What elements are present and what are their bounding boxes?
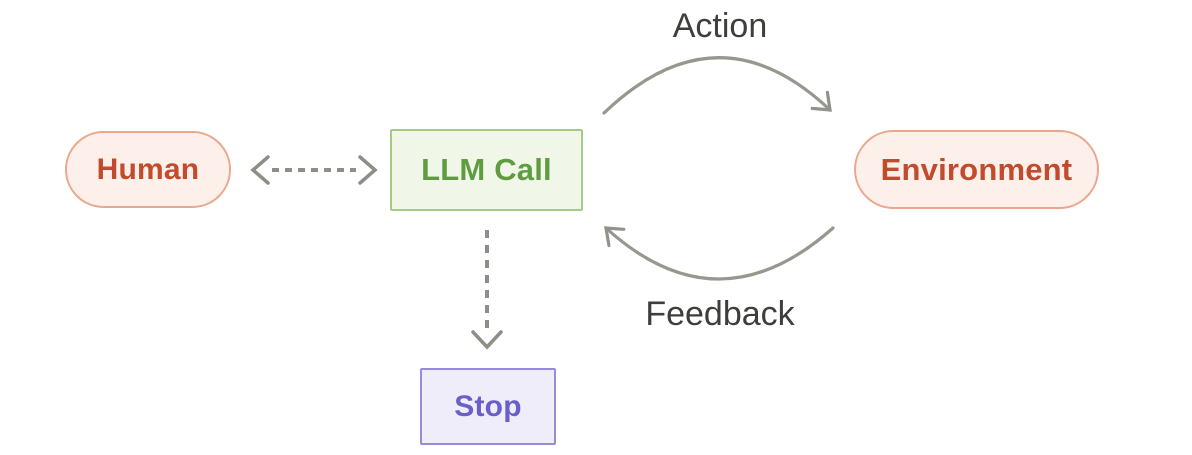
human-llm-dashed-arrow [250, 155, 378, 185]
feedback-arrow [604, 226, 835, 281]
node-llm-call-label: LLM Call [421, 152, 552, 187]
action-edge-label: Action [672, 7, 768, 45]
action-arrow [602, 56, 832, 115]
node-environment: Environment [854, 130, 1099, 209]
node-stop: Stop [420, 368, 556, 445]
node-stop-label: Stop [454, 389, 522, 423]
feedback-edge-label: Feedback [645, 295, 795, 333]
node-environment-label: Environment [880, 151, 1073, 187]
node-llm-call: LLM Call [390, 129, 583, 211]
node-human: Human [65, 131, 231, 208]
node-human-label: Human [96, 152, 200, 186]
llm-stop-dashed-arrow [471, 230, 503, 350]
